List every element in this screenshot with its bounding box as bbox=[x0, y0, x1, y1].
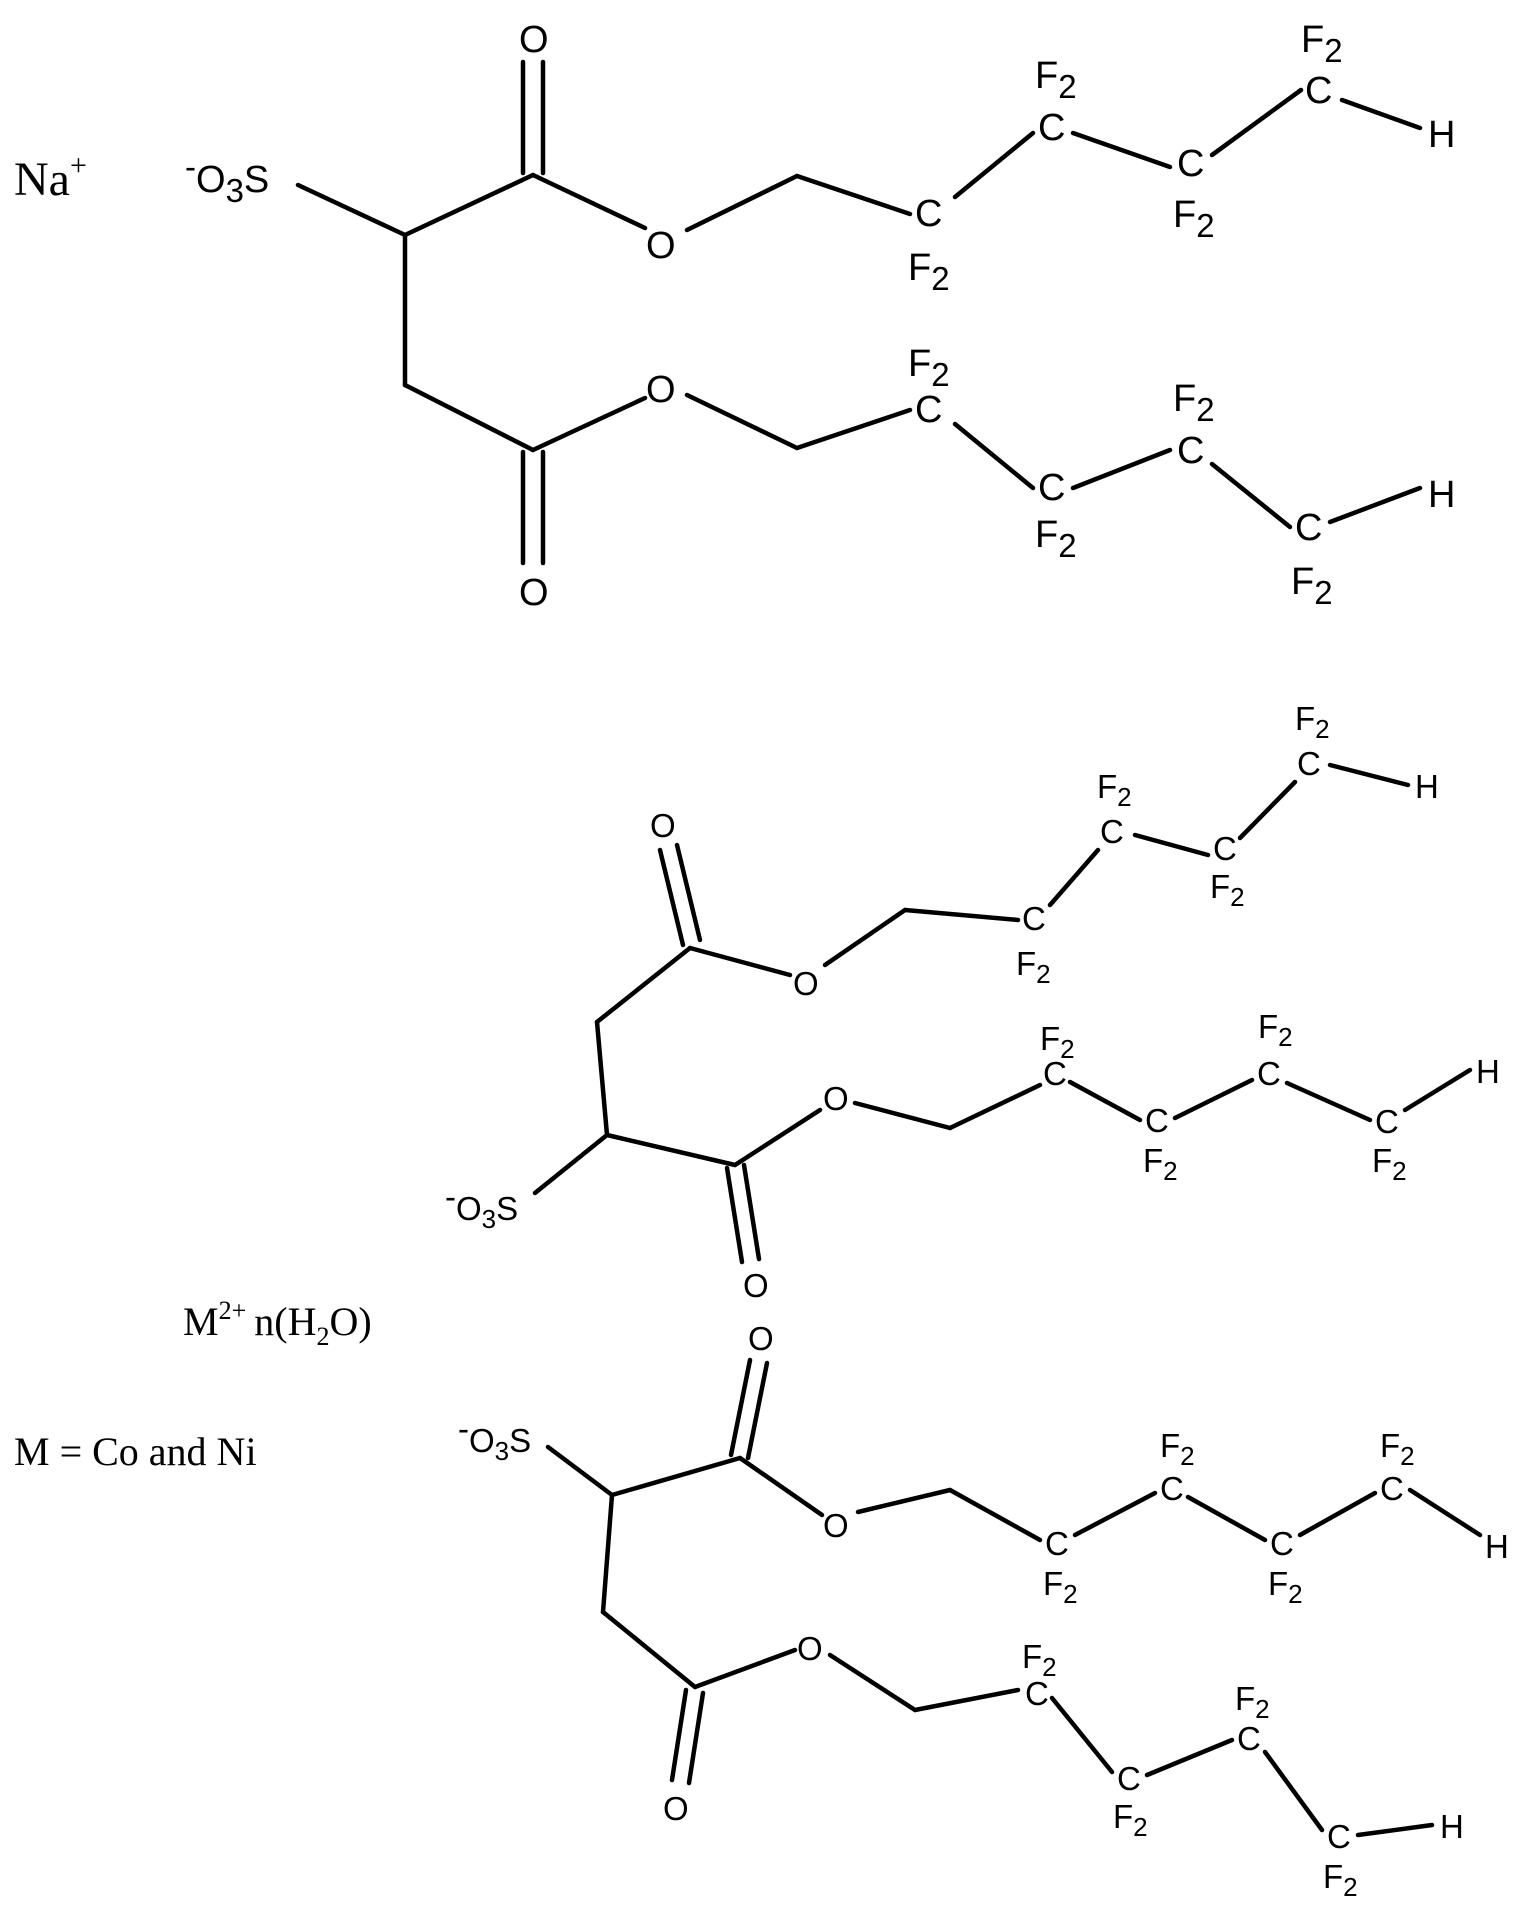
molecule-3: -O3S O O O O C F2 C F2 C F2 C F2 H C F2 … bbox=[458, 1320, 1509, 1902]
metal-definition: M = Co and Ni bbox=[14, 1429, 257, 1474]
cf2-carbon: C bbox=[1160, 1470, 1184, 1507]
cf2-carbon: C bbox=[1213, 830, 1237, 867]
cf2-fluorine: F2 bbox=[1323, 1858, 1358, 1902]
carbonyl-oxygen: O bbox=[519, 19, 549, 61]
cf2-carbon: C bbox=[1380, 1470, 1404, 1507]
cf2-fluorine: F2 bbox=[1016, 945, 1051, 989]
cf2-fluorine: F2 bbox=[1022, 1638, 1057, 1682]
cf2-fluorine: F2 bbox=[1040, 1020, 1075, 1064]
cf2-carbon: C bbox=[1045, 1525, 1069, 1562]
cf2-fluorine: F2 bbox=[908, 247, 950, 297]
metal-hydrate-label: M2+n(H2O) bbox=[183, 1296, 372, 1351]
carbonyl-oxygen: O bbox=[650, 807, 676, 844]
cf2-carbon: C bbox=[1038, 107, 1065, 149]
cf2-fluorine: F2 bbox=[1035, 514, 1077, 564]
cf2-fluorine: F2 bbox=[908, 343, 950, 393]
cf2-carbon: C bbox=[1237, 1720, 1261, 1757]
cf2-carbon: C bbox=[1043, 1055, 1067, 1092]
cf2-fluorine: F2 bbox=[1173, 378, 1215, 428]
terminal-hydrogen: H bbox=[1476, 1053, 1500, 1090]
cf2-fluorine: F2 bbox=[1043, 1565, 1078, 1609]
cf2-carbon: C bbox=[1270, 1525, 1294, 1562]
cf2-fluorine: F2 bbox=[1235, 1680, 1270, 1724]
cf2-fluorine: F2 bbox=[1113, 1798, 1148, 1842]
cf2-fluorine: F2 bbox=[1380, 1427, 1415, 1471]
cf2-fluorine: F2 bbox=[1372, 1142, 1407, 1186]
cf2-carbon: C bbox=[1177, 143, 1204, 185]
cf2-fluorine: F2 bbox=[1143, 1142, 1178, 1186]
terminal-hydrogen: H bbox=[1485, 1528, 1509, 1565]
carbonyl-oxygen: O bbox=[748, 1320, 774, 1357]
cf2-fluorine: F2 bbox=[1097, 768, 1132, 812]
sulfonate-group: -O3S bbox=[185, 148, 269, 209]
cf2-carbon: C bbox=[1100, 813, 1124, 850]
terminal-hydrogen: H bbox=[1440, 1808, 1464, 1845]
cf2-carbon: C bbox=[1305, 70, 1332, 112]
cf2-fluorine: F2 bbox=[1035, 55, 1077, 105]
cf2-fluorine: F2 bbox=[1295, 700, 1330, 744]
sodium-cation-label: Na+ bbox=[14, 149, 87, 206]
cf2-fluorine: F2 bbox=[1301, 19, 1343, 69]
sulfonate-group: -O3S bbox=[458, 1410, 531, 1466]
cf2-carbon: C bbox=[1038, 467, 1065, 509]
cf2-carbon: C bbox=[1025, 1675, 1049, 1712]
ester-oxygen: O bbox=[646, 369, 676, 411]
cf2-carbon: C bbox=[1257, 1055, 1281, 1092]
cf2-fluorine: F2 bbox=[1291, 561, 1333, 611]
cf2-carbon: C bbox=[1117, 1760, 1141, 1797]
cf2-fluorine: F2 bbox=[1258, 1008, 1293, 1052]
cf2-fluorine: F2 bbox=[1173, 194, 1215, 244]
cf2-carbon: C bbox=[915, 193, 942, 235]
ester-oxygen: O bbox=[793, 965, 819, 1002]
cf2-carbon: C bbox=[1297, 745, 1321, 782]
cf2-carbon: C bbox=[1375, 1103, 1399, 1140]
cf2-carbon: C bbox=[1327, 1818, 1351, 1855]
sulfonate-group: -O3S bbox=[445, 1178, 518, 1234]
molecule-2: -O3S O O O O C F2 C F2 C F2 C F2 H C F2 … bbox=[445, 700, 1500, 1304]
cf2-carbon: C bbox=[1177, 430, 1204, 472]
cf2-fluorine: F2 bbox=[1268, 1565, 1303, 1609]
ester-oxygen: O bbox=[823, 1507, 849, 1544]
carbonyl-oxygen: O bbox=[743, 1267, 769, 1304]
ester-oxygen: O bbox=[646, 225, 676, 267]
cf2-carbon: C bbox=[1295, 507, 1322, 549]
carbonyl-oxygen: O bbox=[519, 572, 549, 614]
cf2-fluorine: F2 bbox=[1210, 868, 1245, 912]
molecule-1: Na+ -O3S O O O O C F2 C F2 C F2 C F2 H C… bbox=[14, 19, 1455, 614]
terminal-hydrogen: H bbox=[1428, 474, 1455, 516]
cf2-carbon: C bbox=[1022, 900, 1046, 937]
cf2-carbon: C bbox=[1145, 1102, 1169, 1139]
ester-oxygen: O bbox=[823, 1080, 849, 1117]
carbonyl-oxygen: O bbox=[663, 1790, 689, 1827]
cf2-carbon: C bbox=[915, 389, 942, 431]
terminal-hydrogen: H bbox=[1415, 768, 1439, 805]
ester-oxygen: O bbox=[797, 1630, 823, 1667]
cf2-fluorine: F2 bbox=[1160, 1427, 1195, 1471]
terminal-hydrogen: H bbox=[1428, 114, 1455, 156]
